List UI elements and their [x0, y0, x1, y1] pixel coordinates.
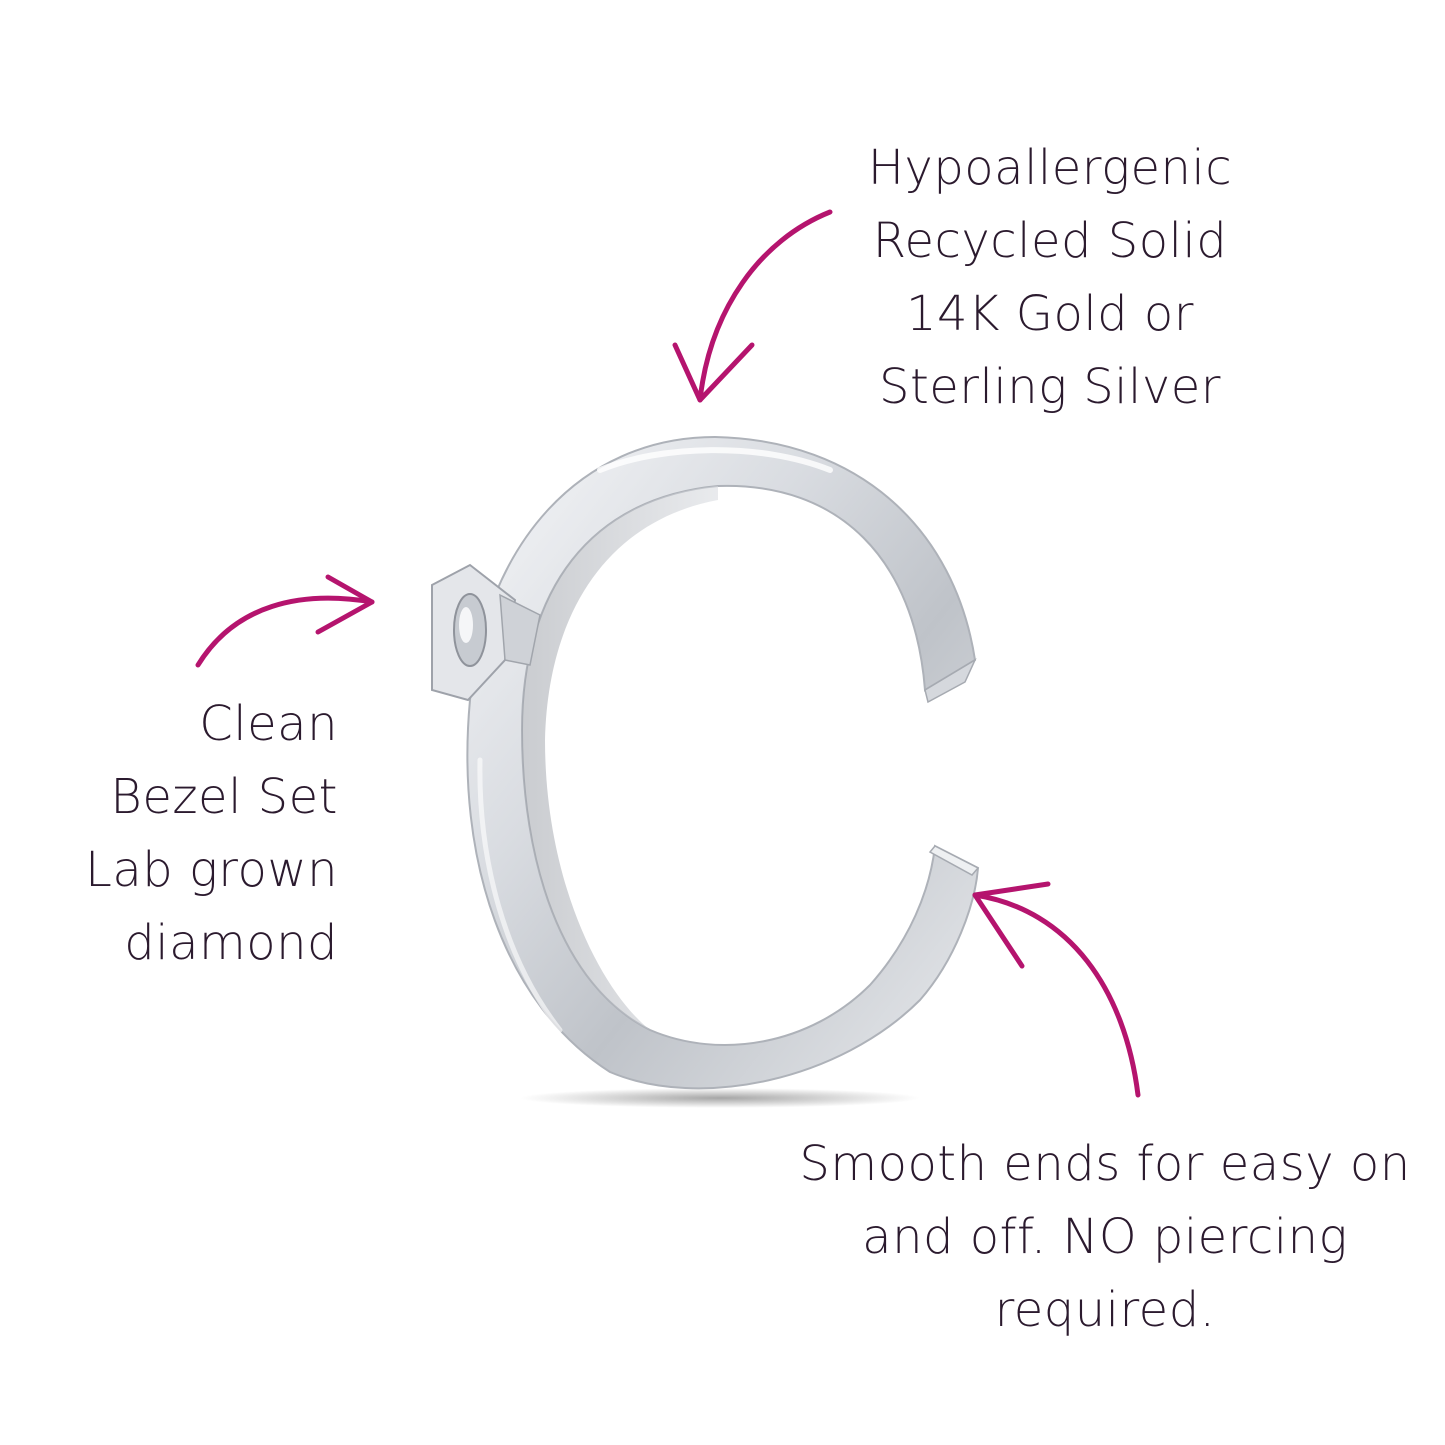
ring-shadow	[520, 1088, 920, 1108]
bezel-setting-icon	[431, 563, 541, 702]
bezel-callout-line: diamond	[124, 915, 338, 971]
ends-callout-line: required.	[994, 1282, 1216, 1338]
bezel-callout-line: Bezel Set	[110, 769, 338, 825]
hand-drawn-arrow-icon	[195, 574, 375, 668]
ends-callout-line: Smooth ends for easy on	[799, 1136, 1411, 1192]
material-callout-line: Sterling Silver	[878, 359, 1222, 415]
silver-open-ring-icon	[431, 435, 980, 1090]
material-callout-line: Recycled Solid	[872, 213, 1228, 269]
ring-highlight	[477, 757, 563, 1033]
material-callout-line: Hypoallergenic	[867, 140, 1233, 196]
ring-highlight	[597, 447, 833, 473]
hand-drawn-arrow-icon	[972, 881, 1141, 1098]
hand-drawn-arrow-icon	[672, 209, 833, 403]
ring-end-top	[924, 658, 977, 704]
ends-callout-line: and off. NO piercing	[862, 1209, 1348, 1265]
ring-end-bottom	[928, 845, 980, 876]
bezel-callout-line: Lab grown	[85, 842, 338, 898]
bezel-callout: Clean Bezel Set Lab grown diamond	[30, 688, 338, 980]
material-callout: Hypoallergenic Recycled Solid 14K Gold o…	[820, 132, 1280, 424]
material-callout-line: 14K Gold or	[905, 286, 1195, 342]
bezel-callout-line: Clean	[199, 696, 338, 752]
ends-callout: Smooth ends for easy on and off. NO pier…	[770, 1128, 1440, 1347]
